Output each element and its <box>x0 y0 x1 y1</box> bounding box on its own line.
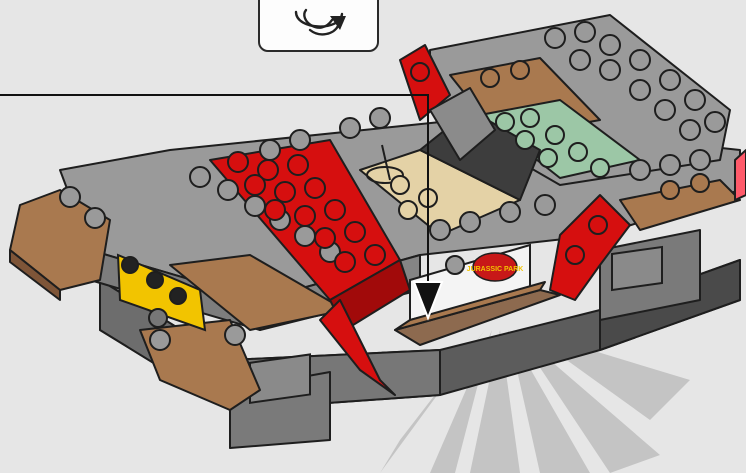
side-logo-text: JURASSIC PARK <box>467 266 524 273</box>
